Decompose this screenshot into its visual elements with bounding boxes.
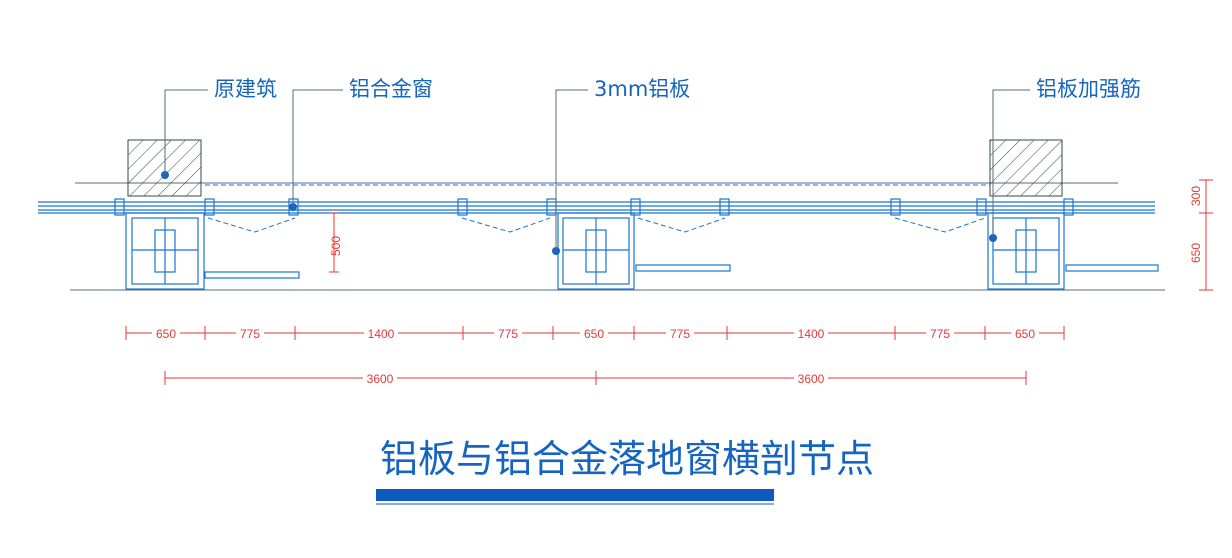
label-aluminum-panel: 3mm铝板 <box>594 77 690 101</box>
drawing-title: 铝板与铝合金落地窗横剖节点 <box>380 437 874 481</box>
dimension-300-text: 300 <box>1189 186 1203 206</box>
segment-dim-8: 775 <box>930 327 950 341</box>
segment-dim-6: 775 <box>670 327 690 341</box>
segment-dim-9: 650 <box>1015 327 1035 341</box>
right-column <box>987 139 1159 290</box>
title-underline-bar <box>376 489 774 501</box>
depth-dimension: 500 <box>329 212 343 273</box>
segment-dim-3: 1400 <box>368 327 395 341</box>
span-dim-1: 3600 <box>367 372 394 386</box>
segment-dim-7: 1400 <box>798 327 825 341</box>
segment-dim-1: 650 <box>156 327 176 341</box>
center-column <box>552 212 731 290</box>
span-dimension-line: 3600 3600 <box>164 371 1027 386</box>
depth-dimension-text: 500 <box>329 236 343 256</box>
stiffener-outlines <box>207 217 986 233</box>
building-lines <box>70 182 1165 291</box>
label-original-building: 原建筑 <box>214 77 277 101</box>
segment-dim-4: 775 <box>498 327 518 341</box>
right-vertical-dimensions: 300 650 <box>1189 179 1213 291</box>
span-dim-2: 3600 <box>798 372 825 386</box>
label-aluminum-window: 铝合金窗 <box>349 77 433 101</box>
segment-dimension-labels: 650 775 1400 775 650 775 1400 775 650 <box>152 326 1039 341</box>
segment-dim-2: 775 <box>240 327 260 341</box>
label-panel-stiffener: 铝板加强筋 <box>1036 77 1141 101</box>
dimension-650-text: 650 <box>1189 243 1203 263</box>
segment-dim-5: 650 <box>584 327 604 341</box>
leader-lines <box>164 89 1030 251</box>
